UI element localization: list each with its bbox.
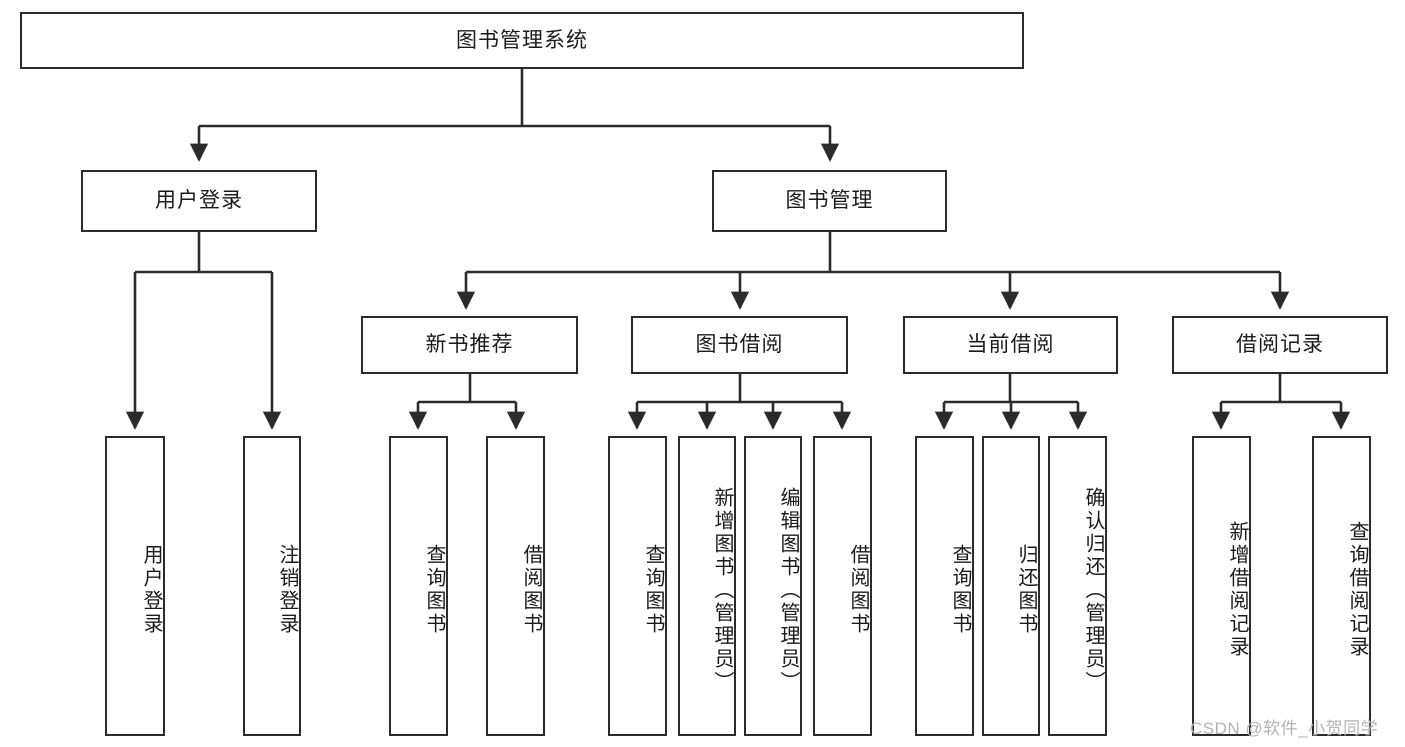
leaf-record-query-record[interactable]: 查询借阅记录 [1312, 436, 1371, 736]
leaf-current-confirm-return[interactable]: 确认归还（管理员） [1048, 436, 1107, 736]
node-current-borrow[interactable]: 当前借阅 [903, 316, 1118, 374]
leaf-record-add-record[interactable]: 新增借阅记录 [1192, 436, 1251, 736]
leaf-borrow-borrow-book[interactable]: 借阅图书 [813, 436, 872, 736]
node-book-borrow[interactable]: 图书借阅 [631, 316, 848, 374]
leaf-recommend-borrow-book[interactable]: 借阅图书 [486, 436, 545, 736]
node-book-manage[interactable]: 图书管理 [712, 170, 947, 232]
node-new-book-recommend[interactable]: 新书推荐 [361, 316, 578, 374]
leaf-logout[interactable]: 注销登录 [243, 436, 301, 736]
leaf-borrow-edit-book[interactable]: 编辑图书（管理员） [744, 436, 802, 736]
node-user-login[interactable]: 用户登录 [81, 170, 317, 232]
node-root[interactable]: 图书管理系统 [20, 12, 1024, 69]
leaf-current-return-book[interactable]: 归还图书 [982, 436, 1040, 736]
leaf-borrow-add-book[interactable]: 新增图书（管理员） [678, 436, 736, 736]
leaf-recommend-query-book[interactable]: 查询图书 [389, 436, 448, 736]
node-borrow-record[interactable]: 借阅记录 [1172, 316, 1388, 374]
leaf-user-login[interactable]: 用户登录 [105, 436, 165, 736]
csdn-watermark: CSDN @软件_小贺同学 [1190, 719, 1379, 738]
leaf-borrow-query-book[interactable]: 查询图书 [608, 436, 667, 736]
leaf-current-query-book[interactable]: 查询图书 [915, 436, 974, 736]
